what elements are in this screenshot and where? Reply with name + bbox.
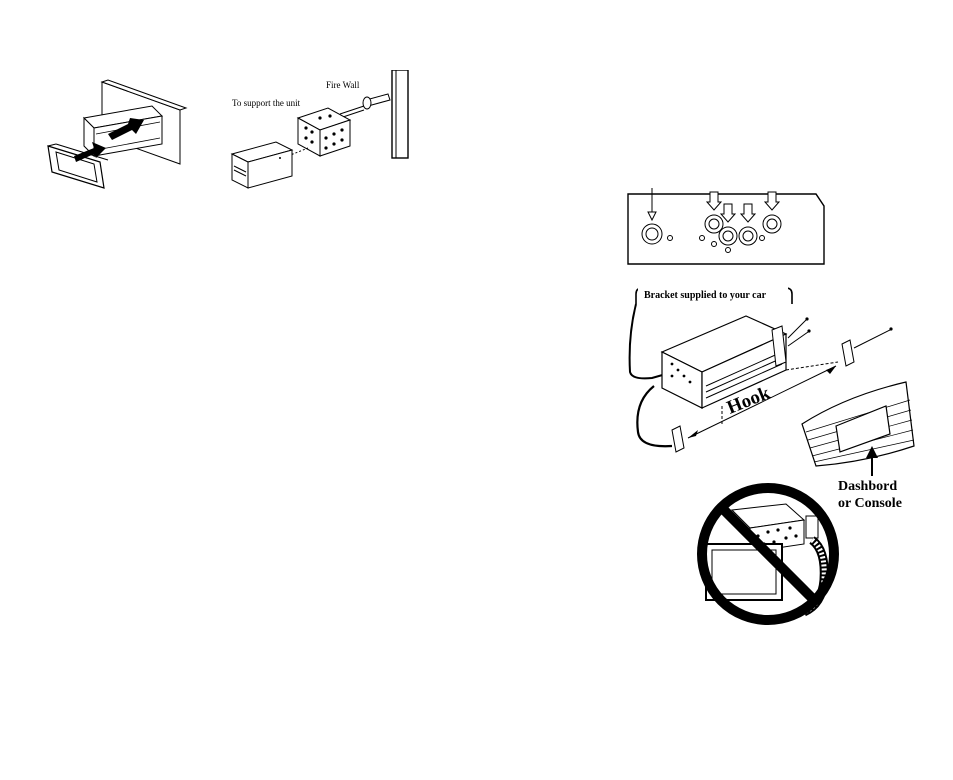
label-console: or Console (838, 496, 902, 510)
label-dashboard: Dashbord (838, 479, 897, 494)
firewall-support-diagram: Fire Wall To support the unit (228, 70, 418, 200)
label-support-unit: To support the unit (232, 98, 301, 108)
prohibited-installation-diagram (694, 480, 844, 630)
mounting-holes-diagram (626, 186, 826, 272)
din-sleeve-insertion-diagram (44, 76, 194, 198)
bracket-hook-installation-diagram: Bracket supplied to your car Hook Da (626, 286, 916, 510)
label-bracket: Bracket supplied to your car (644, 290, 767, 301)
label-fire-wall: Fire Wall (326, 80, 360, 90)
